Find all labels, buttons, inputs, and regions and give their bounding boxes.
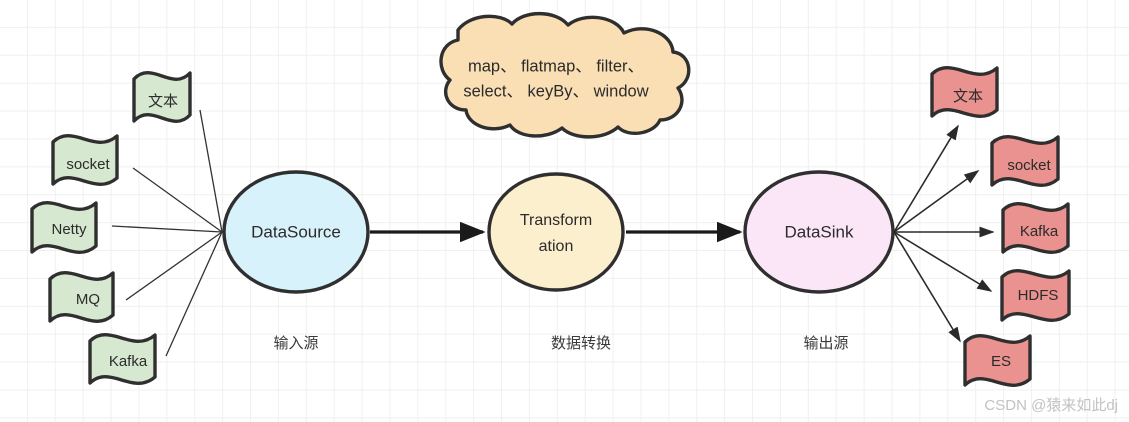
transformation-label-line1: Transform bbox=[520, 212, 592, 229]
input-flag-label: 文本 bbox=[148, 93, 178, 110]
flag-shape bbox=[48, 271, 115, 323]
edge-datasink-to-text bbox=[893, 124, 959, 233]
input-flag-label: socket bbox=[66, 156, 110, 173]
flag-shape bbox=[30, 201, 98, 254]
output-flag-label: 文本 bbox=[953, 88, 983, 105]
datasink-caption: 输出源 bbox=[803, 335, 848, 352]
datasink-label: DataSink bbox=[785, 222, 854, 241]
input-edges bbox=[111, 109, 223, 357]
output-flag-label: HDFS bbox=[1018, 287, 1059, 304]
input-flag-label: Netty bbox=[51, 221, 87, 238]
flag-shape bbox=[88, 333, 157, 385]
cloud-shape bbox=[439, 12, 691, 139]
input-flag-netty[interactable]: Netty bbox=[30, 201, 98, 254]
transformation-ellipse bbox=[487, 172, 625, 292]
node-transformation[interactable]: Transform ation bbox=[487, 172, 625, 292]
datasource-caption: 输入源 bbox=[273, 335, 318, 352]
cloud-line-1: map、 flatmap、 filter、 bbox=[468, 57, 644, 75]
datasource-label: DataSource bbox=[251, 222, 341, 241]
input-flag-kafka[interactable]: Kafka bbox=[88, 333, 157, 385]
flag-shape bbox=[930, 66, 999, 118]
transformation-label-line2: ation bbox=[539, 238, 574, 255]
edge-kafka-to-datasource bbox=[165, 231, 223, 357]
input-flag-mq[interactable]: MQ bbox=[48, 271, 115, 323]
flag-shape bbox=[1000, 269, 1071, 322]
output-flag-es[interactable]: ES bbox=[963, 334, 1032, 387]
output-flag-label: socket bbox=[1007, 157, 1051, 174]
edge-mq-to-datasource bbox=[125, 231, 223, 301]
output-flag-text[interactable]: 文本 bbox=[930, 66, 999, 118]
flag-shape bbox=[963, 334, 1032, 387]
operators-cloud: map、 flatmap、 filter、 select、 keyBy、 win… bbox=[439, 12, 691, 139]
flag-shape bbox=[1001, 202, 1070, 254]
edge-datasink-to-socket bbox=[893, 170, 980, 233]
cloud-line-2: select、 keyBy、 window bbox=[463, 82, 648, 100]
output-edges bbox=[893, 124, 995, 343]
input-flag-socket[interactable]: socket bbox=[51, 134, 119, 186]
flag-shape bbox=[51, 134, 119, 186]
flag-shape bbox=[132, 71, 192, 123]
output-flag-socket[interactable]: socket bbox=[990, 135, 1060, 187]
input-flag-label: Kafka bbox=[109, 353, 148, 370]
datasink-ellipse bbox=[743, 170, 895, 294]
edge-netty-to-datasource bbox=[111, 225, 223, 233]
node-datasource[interactable]: DataSource bbox=[222, 170, 370, 294]
edge-socket-to-datasource bbox=[132, 167, 223, 233]
output-flag-hdfs[interactable]: HDFS bbox=[1000, 269, 1071, 322]
output-flag-kafka[interactable]: Kafka bbox=[1001, 202, 1070, 254]
input-flag-text[interactable]: 文本 bbox=[132, 71, 192, 123]
output-flag-label: Kafka bbox=[1020, 223, 1059, 240]
node-datasink[interactable]: DataSink bbox=[743, 170, 895, 294]
csdn-watermark: CSDN @猿来如此dj bbox=[984, 397, 1118, 414]
flag-shape bbox=[990, 135, 1060, 187]
edge-datasink-to-es bbox=[893, 231, 961, 343]
edge-datasink-to-hdfs bbox=[893, 231, 993, 292]
transformation-caption: 数据转换 bbox=[551, 335, 611, 352]
datasource-ellipse bbox=[222, 170, 370, 294]
output-flag-label: ES bbox=[991, 353, 1011, 370]
edge-text-to-datasource bbox=[199, 109, 223, 233]
input-flag-label: MQ bbox=[76, 291, 100, 308]
